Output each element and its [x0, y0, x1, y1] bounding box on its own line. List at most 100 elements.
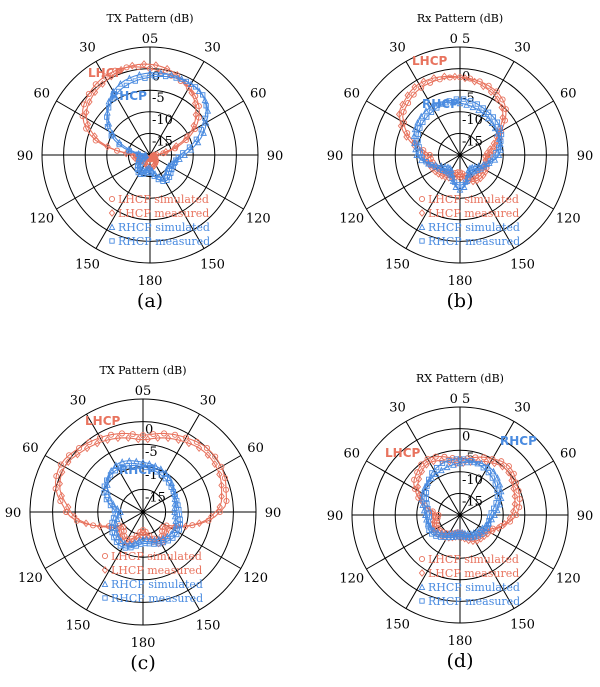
data-point: [478, 166, 484, 172]
data-point: [109, 529, 115, 536]
legend-label: RHCP simulated: [428, 581, 520, 594]
angle-tick-label: 60: [343, 87, 360, 102]
data-point: [218, 481, 225, 490]
data-point: [187, 80, 195, 87]
data-point: [446, 98, 452, 104]
legend-marker: [108, 223, 116, 231]
data-point: [487, 88, 495, 96]
angle-tick-label: 120: [339, 212, 364, 227]
data-point: [497, 125, 503, 131]
data-point: [477, 174, 484, 183]
radial-tick-label: -10: [462, 113, 483, 128]
data-point: [129, 61, 136, 70]
data-point: [92, 81, 99, 88]
angle-tick-label: 60: [560, 87, 577, 102]
data-point: [516, 495, 523, 503]
data-point: [137, 155, 143, 162]
data-point: [424, 114, 430, 120]
data-point: [481, 532, 488, 541]
angle-tick-label: 150: [200, 257, 225, 272]
data-point: [171, 160, 178, 166]
data-point: [429, 509, 436, 518]
angle-tick-label: 90: [327, 509, 344, 524]
data-point: [216, 503, 223, 511]
data-point: [163, 64, 171, 73]
series-rhcp-measured: [423, 456, 501, 541]
angle-tick-label: 180: [448, 634, 473, 649]
data-point: [449, 529, 456, 537]
lhcp-tag: LHCP: [412, 54, 447, 68]
legend-marker: [109, 238, 115, 244]
data-point: [450, 461, 457, 468]
data-point: [486, 514, 493, 520]
legend-label: RHCP measured: [428, 235, 520, 248]
data-point: [494, 95, 501, 104]
data-point: [190, 121, 197, 130]
data-point: [202, 118, 210, 126]
grid-spoke: [44, 455, 144, 513]
data-point: [91, 88, 99, 97]
data-point: [191, 99, 199, 108]
data-point: [113, 528, 120, 536]
data-point: [114, 434, 122, 443]
data-point: [475, 106, 482, 114]
data-point: [475, 533, 481, 539]
grid-spoke: [142, 511, 200, 611]
data-point: [501, 519, 508, 528]
data-point: [443, 463, 451, 471]
angle-tick-label: 90: [577, 149, 594, 164]
data-point: [176, 511, 183, 518]
data-point: [162, 147, 170, 156]
legend-label: LHCP measured: [111, 564, 202, 577]
data-point: [493, 500, 499, 506]
data-point: [410, 91, 417, 98]
data-point: [173, 142, 180, 151]
series-lhcp-measured: [56, 434, 225, 548]
data-point: [223, 497, 230, 505]
data-point: [131, 538, 139, 546]
angle-tick-label: 150: [75, 257, 100, 272]
legend-label: RHCP simulated: [118, 221, 210, 234]
data-point: [149, 537, 157, 546]
data-point: [131, 462, 137, 469]
data-point: [126, 540, 134, 547]
data-point: [58, 491, 65, 500]
data-point: [474, 461, 481, 467]
data-point: [484, 529, 491, 538]
data-point: [472, 454, 479, 461]
data-point: [124, 463, 131, 469]
data-point: [162, 469, 169, 476]
data-point: [79, 113, 86, 120]
data-point: [161, 430, 168, 437]
data-point: [96, 522, 104, 531]
series-rhcp-measured: [104, 73, 209, 184]
angle-tick-label: 60: [22, 441, 39, 456]
angle-tick-label: 30: [514, 41, 531, 56]
data-point: [432, 453, 439, 460]
data-point: [429, 470, 435, 476]
data-point: [117, 65, 125, 74]
radial-tick-label: -10: [462, 473, 483, 488]
data-point: [108, 524, 115, 531]
grid-spoke: [405, 61, 461, 156]
data-point: [418, 84, 425, 91]
data-point: [99, 80, 106, 88]
data-point: [417, 112, 425, 120]
polar-chart-3: TX Pattern (dB)3060901201501801501209060…: [5, 364, 282, 674]
grid-spoke: [459, 514, 554, 570]
data-point: [498, 103, 505, 112]
data-point: [487, 158, 493, 164]
legend-label: LHCP simulated: [118, 193, 209, 206]
data-point: [415, 131, 421, 138]
data-point: [424, 455, 431, 462]
grid-spoke: [459, 61, 515, 156]
data-point: [152, 462, 159, 469]
data-point: [65, 458, 72, 466]
data-point: [446, 457, 452, 464]
lhcp-tag: LHCP: [88, 66, 123, 80]
legend-label: RHCP simulated: [428, 221, 520, 234]
data-point: [494, 473, 501, 481]
data-point: [177, 522, 184, 528]
data-point: [459, 182, 465, 188]
data-point: [474, 101, 480, 107]
